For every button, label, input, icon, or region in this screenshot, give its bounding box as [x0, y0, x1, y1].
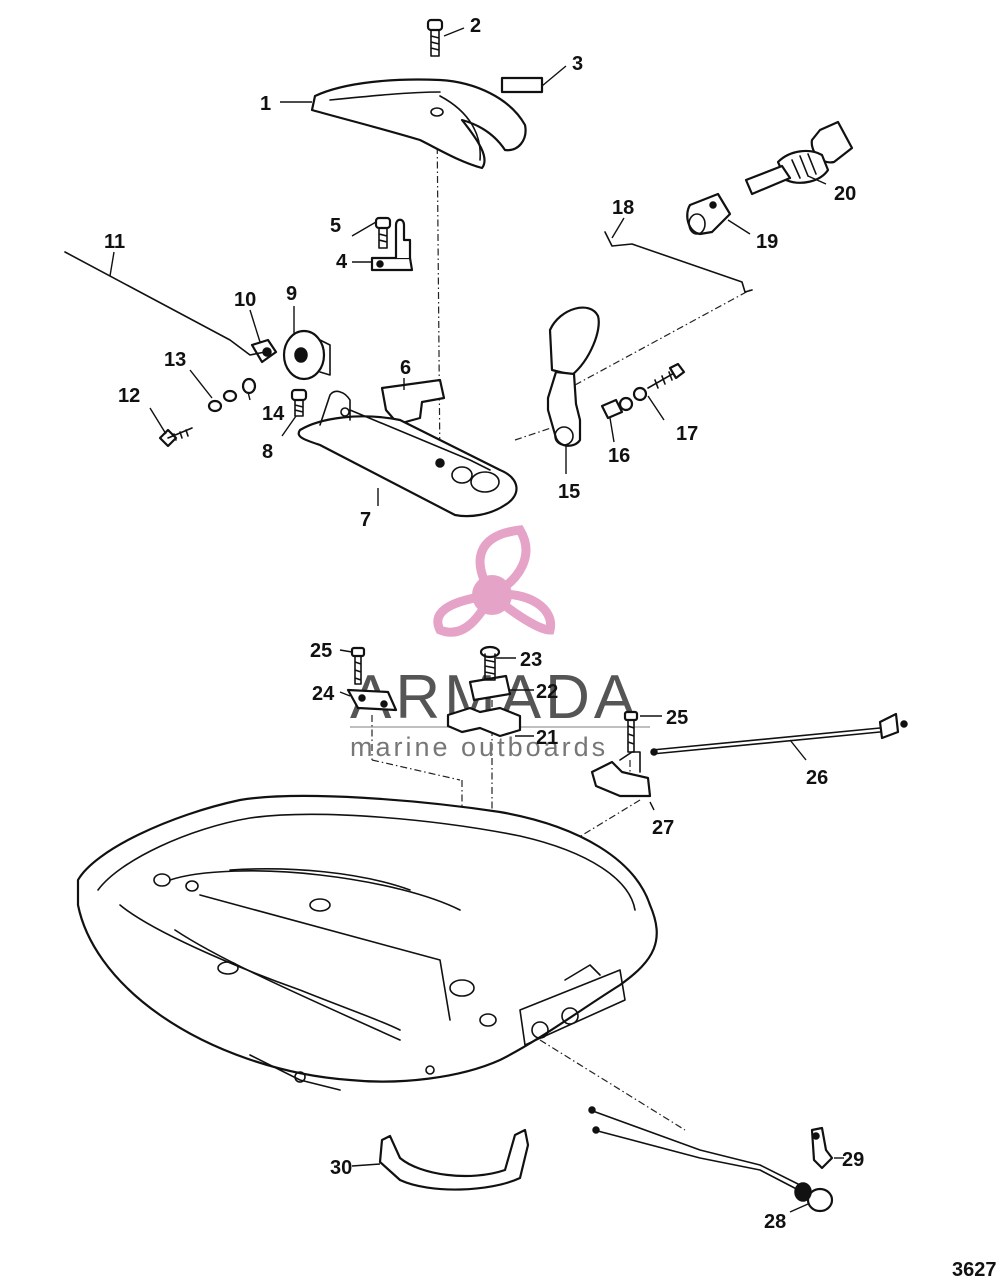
callout-25a: 25	[310, 640, 332, 662]
part-2-screw	[426, 18, 444, 57]
part-30-strap	[378, 1128, 530, 1191]
callout-30: 30	[330, 1157, 352, 1179]
part-12-screw	[158, 427, 193, 448]
callout-25b: 25	[666, 707, 688, 729]
callout-10: 10	[234, 289, 256, 311]
part-28-stop-switch	[588, 1106, 834, 1213]
callout-20: 20	[834, 183, 856, 205]
part-25-screw-left	[350, 646, 366, 685]
propeller-logo-icon	[433, 525, 556, 637]
figure-number: 3627	[952, 1259, 997, 1281]
part-19-knob	[686, 192, 732, 236]
callout-22: 22	[536, 681, 558, 703]
callout-1: 1	[260, 93, 271, 115]
part-21-gasket	[446, 706, 522, 738]
callout-21: 21	[536, 727, 558, 749]
callout-24: 24	[312, 683, 335, 705]
callout-16: 16	[608, 445, 630, 467]
part-13-washer	[207, 389, 238, 413]
part-23-screw	[479, 645, 501, 681]
part-14-bushing	[241, 377, 257, 395]
part-1-top-cover	[310, 78, 527, 170]
part-17-screw	[632, 362, 686, 402]
callout-23: 23	[520, 649, 542, 671]
callout-29: 29	[842, 1149, 864, 1171]
callout-12: 12	[118, 385, 140, 407]
part-22-clip	[468, 674, 512, 702]
callout-7: 7	[360, 509, 371, 531]
part-5-screw	[374, 216, 392, 249]
callout-4: 4	[336, 251, 348, 273]
part-25-screw-right	[623, 710, 639, 753]
part-16-spacer	[600, 396, 634, 420]
lower-cowl	[76, 794, 658, 1091]
part-8-screw	[290, 388, 308, 417]
callout-28: 28	[764, 1211, 786, 1233]
callout-3: 3	[572, 53, 583, 75]
part-15-shift-lever	[546, 306, 600, 447]
callout-2: 2	[470, 15, 481, 37]
part-27-bracket	[590, 751, 652, 798]
callout-27: 27	[652, 817, 674, 839]
part-11-rod	[64, 251, 266, 356]
part-10-clip	[250, 338, 278, 364]
callout-14: 14	[262, 403, 285, 425]
leader-lines	[109, 27, 844, 1213]
part-3-decal	[500, 76, 544, 94]
callout-15: 15	[558, 481, 580, 503]
callout-6: 6	[400, 357, 411, 379]
callout-17: 17	[676, 423, 698, 445]
part-7-lower-tray	[297, 390, 518, 518]
part-6-plate	[380, 378, 446, 426]
part-9-cam	[282, 329, 331, 381]
watermark-subtitle: marine outboards	[350, 732, 608, 762]
callout-5: 5	[330, 215, 341, 237]
part-4-bracket	[370, 218, 414, 272]
callout-9: 9	[286, 283, 297, 305]
part-29-clip	[810, 1126, 834, 1170]
callout-19: 19	[756, 231, 778, 253]
part-24-bracket	[346, 688, 398, 712]
part-26-cable	[650, 712, 908, 756]
callout-13: 13	[164, 349, 186, 371]
callout-11: 11	[104, 231, 125, 253]
callout-8: 8	[262, 441, 273, 463]
callout-18: 18	[612, 197, 634, 219]
part-18-link-rod	[604, 231, 753, 293]
callout-26: 26	[806, 767, 828, 789]
part-20-switch	[744, 120, 854, 196]
callout-labels: 1 2 3 4 5 6 7 8 9 10 11 12 13 14 15 16 1…	[104, 15, 864, 1233]
